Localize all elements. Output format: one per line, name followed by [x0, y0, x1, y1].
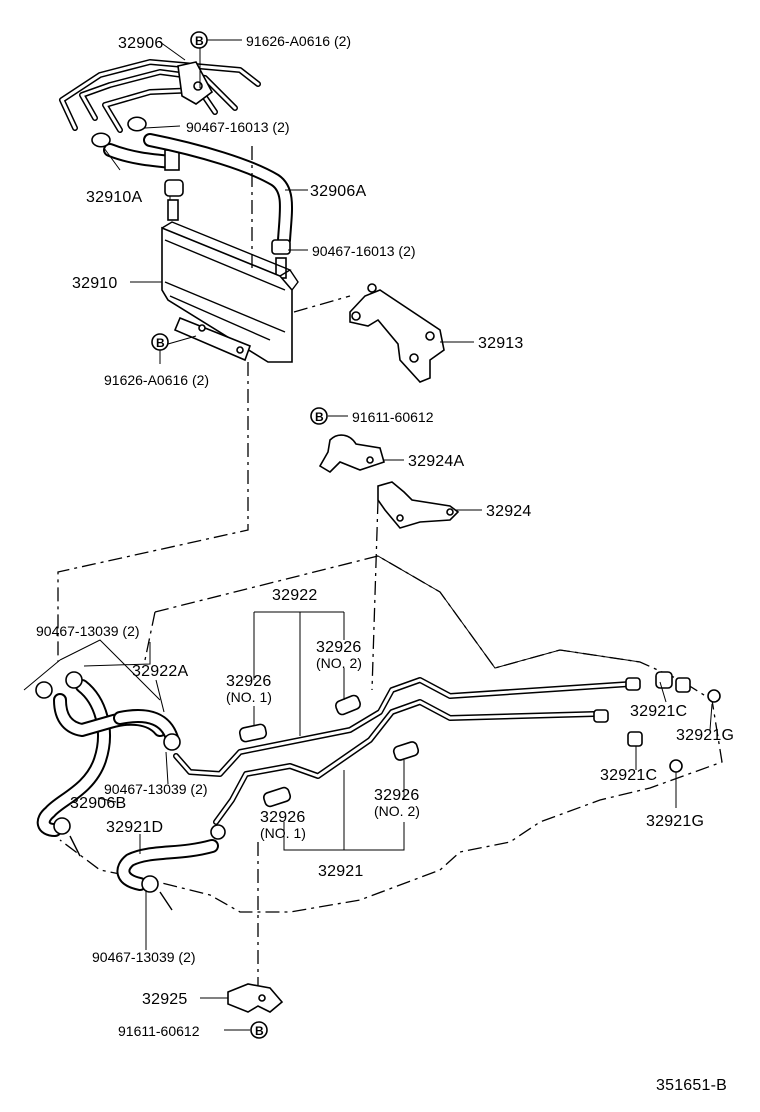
- label-32926-no1-lower: 32926: [260, 809, 306, 826]
- bolt-marker-top: B: [190, 31, 208, 49]
- bolt-marker-cooler: B: [151, 333, 169, 351]
- solid-leaders: [83, 39, 713, 1031]
- label-32926-no2-lower-sub: (NO. 2): [374, 803, 420, 819]
- label-32926-no2-upper-sub: (NO. 2): [316, 655, 362, 671]
- label-91611-bottom: 91611-60612: [118, 1023, 200, 1039]
- bolt-marker-letter: B: [156, 336, 165, 350]
- label-32913: 32913: [478, 335, 524, 352]
- label-32926-no1-upper-sub: (NO. 1): [226, 689, 272, 705]
- fittings-32921C-32921G: [593, 671, 721, 773]
- hose-32922A: [113, 709, 181, 751]
- bolt-marker-letter: B: [315, 410, 324, 424]
- hose-32906A: [143, 133, 294, 279]
- vehicle-outline: [23, 555, 723, 913]
- label-32922A: 32922A: [132, 663, 188, 680]
- label-90467-13039-b: 90467-13039 (2): [104, 781, 208, 797]
- label-32921G-upper: 32921G: [676, 727, 734, 744]
- label-32906: 32906: [118, 35, 164, 52]
- bracket-32924A: [318, 434, 385, 474]
- cushions-32926: [238, 694, 420, 808]
- label-91626-bottom: 91626-A0616 (2): [104, 372, 209, 388]
- bracket-32913: [349, 283, 445, 383]
- label-32910: 32910: [72, 275, 118, 292]
- label-32921: 32921: [318, 863, 364, 880]
- hose-32921D: [116, 824, 226, 911]
- label-32906A: 32906A: [310, 183, 366, 200]
- label-32926-no1-lower-sub: (NO. 1): [260, 825, 306, 841]
- hose-32910A: [91, 116, 184, 221]
- label-32921G-lower: 32921G: [646, 813, 704, 830]
- label-32910A: 32910A: [86, 189, 142, 206]
- label-32924A: 32924A: [408, 453, 464, 470]
- bolt-marker-bracket: B: [310, 407, 328, 425]
- label-91626-top: 91626-A0616 (2): [246, 33, 351, 49]
- label-32926-no2-upper: 32926: [316, 639, 362, 656]
- leader-lines: [57, 146, 379, 985]
- bracket-32924: [377, 481, 460, 529]
- bolt-marker-bottom: B: [250, 1021, 268, 1039]
- label-32926-no1-upper: 32926: [226, 673, 272, 690]
- label-32921D: 32921D: [106, 819, 163, 836]
- pipe-32922: [173, 677, 633, 777]
- bolt-marker-letter: B: [195, 34, 204, 48]
- label-32922: 32922: [272, 587, 318, 604]
- pipe-32921: [213, 699, 597, 825]
- label-32926-no2-lower: 32926: [374, 787, 420, 804]
- label-32925: 32925: [142, 991, 188, 1008]
- label-32906B: 32906B: [70, 795, 126, 812]
- label-90467-13039-a: 90467-13039 (2): [36, 623, 140, 639]
- label-91611-top: 91611-60612: [352, 409, 434, 425]
- pipe-assembly-32906: [59, 59, 261, 133]
- label-32921C-upper: 32921C: [630, 703, 687, 720]
- label-90467-13039-c: 90467-13039 (2): [92, 949, 196, 965]
- diagram-id: 351651-B: [656, 1077, 727, 1094]
- label-32924: 32924: [486, 503, 532, 520]
- label-90467-16013-a: 90467-16013 (2): [186, 119, 290, 135]
- oil-cooler-32910: [161, 221, 299, 363]
- label-32921C-lower: 32921C: [600, 767, 657, 784]
- clamp-32925: [227, 983, 284, 1013]
- label-90467-16013-b: 90467-16013 (2): [312, 243, 416, 259]
- bolt-marker-letter: B: [255, 1024, 264, 1038]
